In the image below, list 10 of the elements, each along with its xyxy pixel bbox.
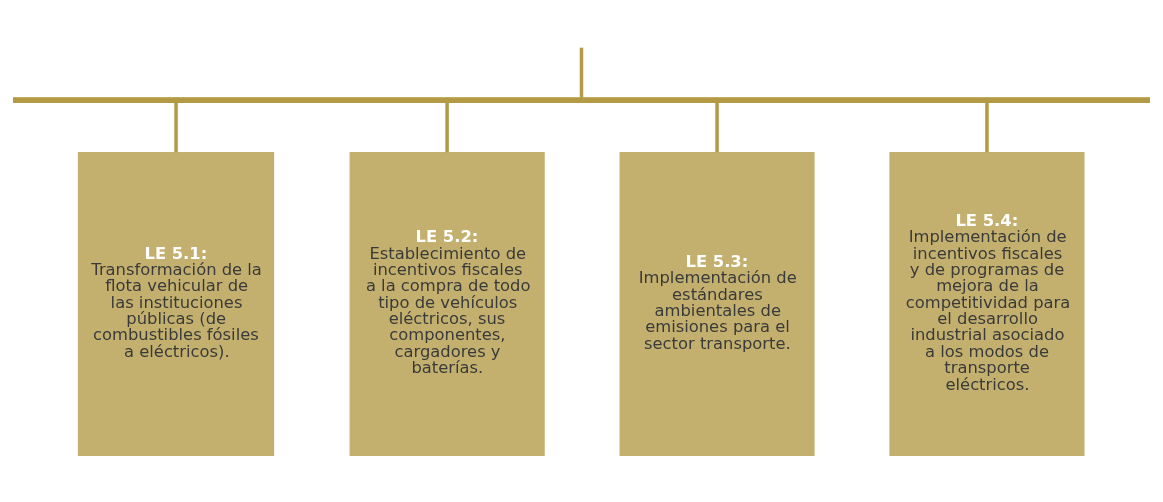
connector [445,102,449,153]
connector [174,102,178,153]
node-box: LE 5.1: Transformación de la flota vehicular de las instituciones públicas (de combustibles fósiles a eléctricos). [77,152,275,456]
connector [715,102,719,153]
node-box: LE 5.3: Implementación de estándares ambientales de emisiones para el sector transporte. [619,152,815,456]
connector [579,47,584,98]
node-box: LE 5.4: Implementación de incentivos fiscales y de programas de mejora de la competitividad para el desarrollo industrial asociado a los modos de transporte eléctricos. [889,152,1085,456]
connector [985,102,989,153]
node-box: LE 5.2: Establecimiento de incentivos fiscales a la compra de todo tipo de vehículos eléctricos, sus componentes, cargadores y baterías. [349,152,545,456]
node-bar [13,97,1150,104]
